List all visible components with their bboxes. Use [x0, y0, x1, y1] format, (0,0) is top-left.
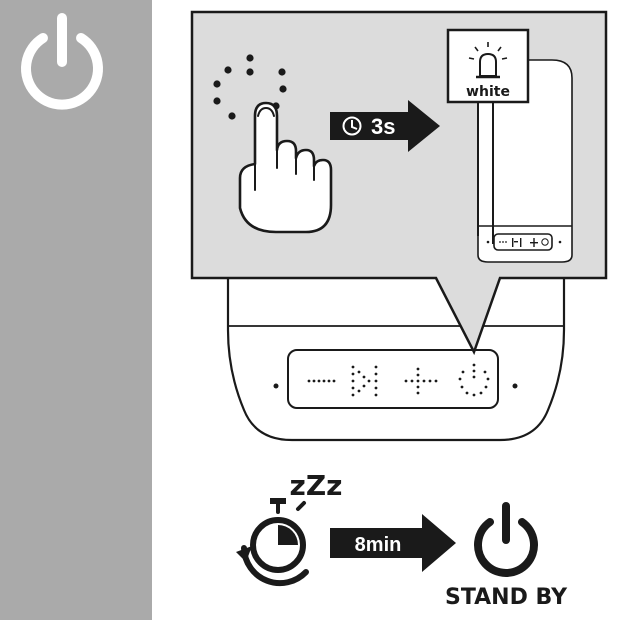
stopwatch-icon — [236, 498, 309, 587]
side-tab — [0, 0, 152, 620]
indicator-callout: white — [446, 28, 530, 244]
timeout-arrow: 8min — [330, 514, 456, 572]
indicator-color-label: white — [466, 84, 510, 100]
standby-label: STAND BY — [445, 585, 568, 610]
hold-duration-label: 3s — [371, 114, 395, 139]
control-panel — [287, 349, 499, 409]
thumbnail-panel-icons — [486, 238, 562, 247]
timeout-label: 8min — [355, 534, 402, 556]
clock-icon — [342, 116, 362, 136]
panel-dot-right — [512, 383, 518, 389]
play-pause-icon — [351, 365, 378, 397]
standby-power-icon — [474, 502, 538, 577]
power-icon — [458, 363, 490, 397]
hold-duration-arrow: 3s — [330, 100, 440, 152]
plus-icon — [404, 367, 438, 395]
power-icon — [21, 13, 103, 110]
beacon-light-icon — [468, 42, 508, 79]
speaker-body — [226, 270, 566, 442]
speaker-thumbnail — [477, 59, 573, 263]
finger-press-icon — [238, 101, 333, 234]
panel-dot-left — [273, 383, 279, 389]
sleep-text: zZz — [290, 469, 343, 502]
dots-line-icon — [307, 379, 336, 383]
